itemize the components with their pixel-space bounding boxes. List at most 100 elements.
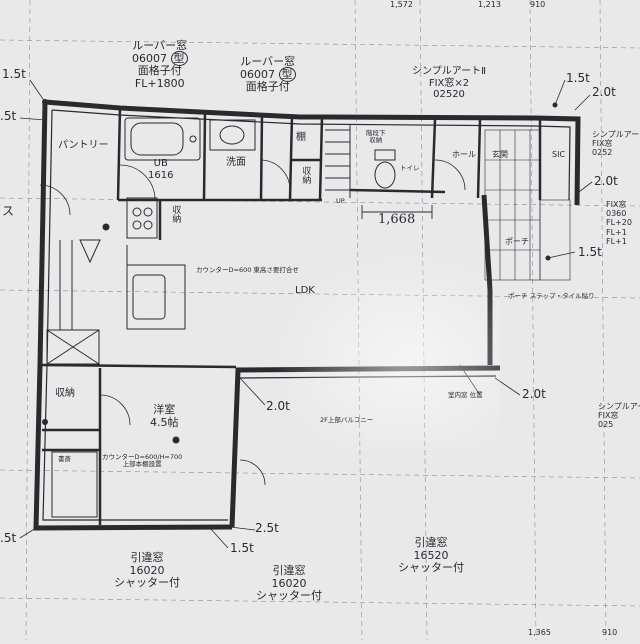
dim-top-1: 1,572 (390, 0, 413, 9)
room-shuno-2: 収納 (170, 205, 181, 223)
dimension-1668-label: 1,668 (378, 212, 416, 227)
louver-window-1: ルーバー窓 06007 型 面格子付 FL+1800 (132, 39, 188, 91)
dim-bottom-2: 910 (602, 628, 618, 637)
room-ub: UB 1616 (148, 158, 173, 181)
sliding-window-2-note: シャッター付 (256, 589, 322, 603)
louver-window-2: ルーバー窓 06007 型 面格子付 (240, 55, 296, 94)
thickness-bl: .5t (0, 531, 17, 545)
desk-note-1: カウンターD=600/H=700 (102, 453, 183, 461)
right-note-5: 0360 (606, 209, 627, 219)
right-note-11: 025 (598, 420, 614, 430)
room-yoshitsu-size: 4.5帖 (150, 415, 179, 429)
louver-window-1-code: 06007 型 (132, 50, 188, 66)
entry-tiles (484, 129, 571, 281)
room-hall: ホール (452, 150, 476, 159)
window-note: 室内窓 位置 (448, 391, 483, 399)
sliding-window-1-code: 16020 (129, 563, 165, 577)
thickness-porch: 1.5t (578, 245, 602, 259)
right-note-10: FIX窓 (598, 411, 619, 421)
up-mark: UP (336, 197, 345, 205)
thickness-tr-2: 2.0t (592, 85, 616, 99)
louver-window-1-note2: FL+1800 (134, 76, 185, 90)
porch-note: ポーチ ステップ・タイル貼り (508, 292, 595, 300)
sliding-window-3-code: 16520 (413, 548, 449, 562)
right-note-1: シンプルアー (592, 130, 640, 139)
desk-note: カウンターD=600/H=700 上部本棚設置 (102, 453, 183, 469)
thickness-balcony: 2.0t (266, 399, 290, 413)
right-note-6: FL+20 (606, 218, 632, 228)
room-stairs-storage-1: 階段下 (366, 129, 386, 137)
room-sic: SIC (552, 150, 566, 159)
sliding-window-2-name: 引違窓 (272, 564, 306, 577)
simple-art-name: シンプルアートⅡ (412, 66, 487, 77)
desk-note-2: 上部本棚設置 (122, 460, 162, 469)
sliding-window-1-note: シャッター付 (114, 576, 180, 590)
louver-window-2-code: 06007 型 (240, 66, 296, 82)
thickness-tr-1: 1.5t (566, 71, 590, 85)
right-note-9: シンプルアー (598, 402, 640, 411)
sliding-window-3: 引違窓 16520 シャッター付 (398, 536, 464, 575)
thickness-tr-3: 2.0t (594, 174, 618, 188)
room-genkan: 玄関 (492, 150, 508, 159)
louver-window-2-note1: 面格子付 (245, 80, 290, 94)
right-edge-notes-bottom: シンプルアー FIX窓 025 (598, 402, 640, 430)
sliding-window-2-code: 16020 (271, 576, 307, 590)
fridge-and-shelves (46, 239, 101, 365)
dim-top-2: 1,213 (478, 0, 501, 9)
type-mark-icon: 型 (170, 50, 188, 66)
desk (51, 451, 98, 518)
room-tana: 棚 (296, 132, 306, 143)
right-note-8: FL+1 (606, 236, 627, 246)
thickness-tl-1: 1.5t (2, 67, 26, 81)
room-yoshitsu-name: 洋室 (153, 403, 176, 416)
thickness-bottom-1: 2.5t (255, 521, 279, 535)
door-swings (39, 159, 466, 486)
room-stairs-storage: 階段下 収納 (366, 129, 386, 145)
room-toilet: トイレ (400, 164, 420, 172)
thickness-right: 2.0t (522, 387, 546, 401)
room-shuno-3: 収納 (55, 388, 75, 399)
room-ldk: LDK (295, 285, 315, 296)
room-yoshitsu: 洋室 4.5帖 (150, 403, 179, 429)
simple-art-code: 02520 (433, 89, 465, 100)
right-note-2: FIX窓 (592, 139, 613, 149)
right-edge-notes-mid: FIX窓 0360 FL+20 FL+1 FL+1 (606, 200, 632, 246)
room-ub-name: UB (153, 158, 168, 169)
sliding-window-1-name: 引違窓 (130, 551, 164, 564)
dimension-1668 (361, 205, 433, 219)
sliding-window-2: 引違窓 16020 シャッター付 (256, 564, 322, 603)
left-edge-mark: ス (2, 204, 15, 218)
washbasin (209, 119, 256, 151)
room-porch: ポーチ (505, 237, 529, 246)
bathtub (124, 117, 201, 161)
room-ub-size: 1616 (148, 169, 174, 181)
balcony-note: 2F上部バルコニー (320, 416, 374, 424)
toilet (374, 149, 396, 189)
dim-top-3: 910 (530, 0, 546, 9)
right-note-4: FIX窓 (606, 200, 627, 209)
counter-note: カウンターD=600 東高さ要打合せ (196, 266, 299, 274)
kitchen (126, 197, 186, 330)
sliding-window-3-note: シャッター付 (398, 561, 464, 575)
markers (42, 99, 558, 444)
room-shosai: 書斎 (58, 455, 71, 463)
thickness-bottom-2: 1.5t (230, 541, 254, 555)
room-stairs-storage-2: 収納 (369, 136, 383, 145)
dim-bottom-1: 1,365 (528, 628, 551, 637)
louver-window-1-note1: 面格子付 (137, 64, 182, 78)
room-shuno-1: 収納 (300, 166, 311, 184)
louver-window-2-name: ルーバー窓 (240, 55, 296, 68)
right-edge-notes-top: シンプルアー FIX窓 0252 (592, 130, 639, 158)
room-pantry: パントリー (58, 140, 109, 151)
room-senmen: 洗面 (226, 157, 246, 168)
thickness-tl-2: .5t (0, 109, 17, 123)
louver-window-1-name: ルーバー窓 (132, 39, 188, 52)
right-note-3: 0252 (592, 148, 613, 158)
simple-art-window: シンプルアートⅡ FIX窓×2 02520 (412, 66, 486, 101)
type-mark-icon: 型 (278, 66, 296, 82)
sliding-window-1: 引違窓 16020 シャッター付 (114, 551, 180, 590)
stairs (325, 125, 351, 198)
